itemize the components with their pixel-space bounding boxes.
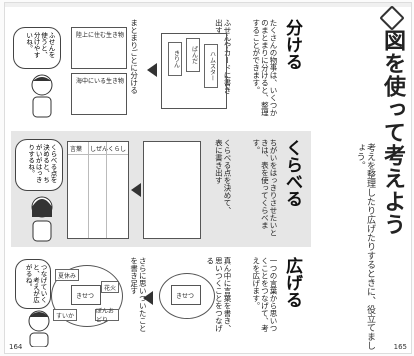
map-circle xyxy=(159,273,215,319)
map-node: ぼんおどり xyxy=(95,308,119,324)
step2-wakeru: まとまりごとに分ける xyxy=(129,19,139,94)
page-title: 図を使って考えよう xyxy=(380,29,405,236)
divider xyxy=(68,154,128,155)
section-wakeru: 分ける たくさんの物事は、いくつかのまとまりに分けると、整理することができます。… xyxy=(11,13,311,125)
speech-bubble: ふせんを使うと、分けやすいね。 xyxy=(13,27,61,69)
page-number-left: 164 xyxy=(9,343,23,351)
step2-hirogeru: さらに思いついたことを書き足す xyxy=(129,257,148,332)
center-node: きせつ xyxy=(171,285,201,305)
arrow-left-icon xyxy=(147,63,157,77)
text-hirogeru: 一つの言葉から思いつくことをつなげて、考えを広げます。 xyxy=(251,257,278,332)
map-circle-large xyxy=(51,265,123,327)
child-illustration-icon xyxy=(31,74,53,118)
section-kuraberu: くらべる ちがいをはっきりさせたいときは、表を使ってくらべます。 くらべる点を決… xyxy=(11,131,311,247)
speech-bubble: つなげていくと、考えが広がるね。 xyxy=(15,259,51,309)
map-node: 花火 xyxy=(101,281,119,293)
arrow-left-icon xyxy=(131,183,141,197)
card: ハムスター xyxy=(204,44,218,88)
child-illustration-icon xyxy=(28,310,50,347)
divider xyxy=(88,142,89,238)
card: きりん xyxy=(168,42,182,76)
page-gutter xyxy=(5,3,411,7)
page-subtitle: 考えを整理したり広げたりするときに、役立てましょう。 xyxy=(354,143,375,350)
table-draft xyxy=(143,141,201,239)
text-wakeru: たくさんの物事は、いくつかのまとまりに分けると、整理することができます。 xyxy=(251,19,278,117)
divider xyxy=(106,142,107,238)
text-kuraberu: ちがいをはっきりさせたいときは、表を使ってくらべます。 xyxy=(251,139,278,237)
map-node: すいか xyxy=(53,309,77,321)
speech-bubble: くらべる点を決めると、ちがいがはっきりするね。 xyxy=(15,139,63,191)
book-spread: 図を使って考えよう 考えを整理したり広げたりするときに、役立てましょう。 分ける… xyxy=(4,2,412,354)
child-illustration-icon xyxy=(31,196,53,242)
heading-hirogeru: 広げる xyxy=(282,257,302,308)
center-node: きせつ xyxy=(71,285,101,305)
step1-kuraberu: くらべる点を決めて、表に書き出す xyxy=(214,139,232,214)
group-box: 陸上に住む生き物 xyxy=(71,27,127,69)
diamond-icon xyxy=(379,5,405,31)
card: ぱんだ xyxy=(186,38,200,72)
page-number-right: 165 xyxy=(393,343,407,351)
map-node: 夏休み xyxy=(55,269,79,281)
cards-group: きりん ぱんだ ハムスター xyxy=(161,33,227,109)
step1-hirogeru: 真ん中に言葉を書き、思いつくことをつなげる xyxy=(205,257,232,332)
arrow-left-icon xyxy=(143,291,153,305)
step1-wakeru: ふせんやカードに書き出す xyxy=(214,19,232,94)
table-final: 言葉 しぜん くらし xyxy=(67,141,129,239)
section-hirogeru: 広げる 一つの言葉から思いつくことをつなげて、考えを広げます。 真ん中に言葉を書… xyxy=(11,251,311,347)
group-box: 海中にいる生き物 xyxy=(71,73,127,115)
heading-kuraberu: くらべる xyxy=(282,139,302,207)
heading-wakeru: 分ける xyxy=(282,19,302,70)
